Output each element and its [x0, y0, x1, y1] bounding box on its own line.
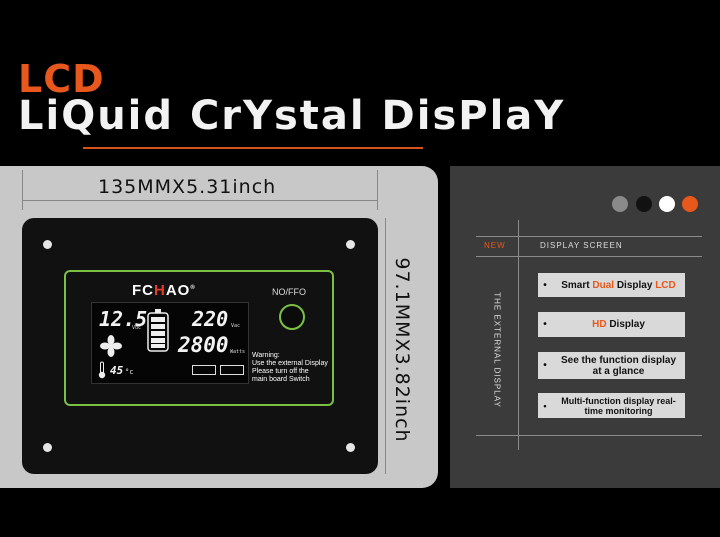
- lcd-readout: 12.5 Vdc 220 Vac 2800 Watts 45 °c: [91, 302, 249, 384]
- switch-label: NO/FFO: [272, 287, 306, 297]
- side-label: THE EXTERNAL DISPLAY: [484, 280, 510, 420]
- ac-voltage-unit: Vac: [231, 323, 241, 329]
- feature-smart-dual-display: • Smart Dual Display LCD: [538, 273, 685, 297]
- power-value: 2800: [178, 333, 229, 357]
- fan-icon: [100, 335, 122, 357]
- bullet: •: [543, 360, 547, 371]
- screw-top-right: [346, 240, 355, 249]
- feature-function-at-glance: • See the function display at a glance: [538, 352, 685, 379]
- dimension-height-label: 97.1MMX3.82inch: [372, 240, 432, 460]
- status-indicator-right: [220, 365, 244, 375]
- bullet: •: [543, 279, 547, 291]
- feature-text: See the function display at a glance: [560, 354, 677, 377]
- color-option-orange[interactable]: [682, 196, 698, 212]
- warning-line: Use the external Display: [252, 360, 328, 367]
- dimension-tick-right: [377, 170, 378, 210]
- brand-accent: H: [154, 282, 166, 299]
- title-lcd: LCD: [18, 57, 105, 101]
- brand-logo: FCHAO®: [132, 282, 196, 299]
- feature-hd-display: • HD Display: [538, 312, 685, 337]
- dimension-tick-left: [22, 170, 23, 210]
- table-column-divider: [518, 220, 519, 450]
- screw-top-left: [43, 240, 52, 249]
- warning-line: Please turn off the: [252, 368, 309, 375]
- warning-line: main board Switch: [252, 376, 310, 383]
- thermometer-icon: [98, 361, 106, 379]
- dimension-line-height: [385, 218, 386, 474]
- table-top-rule: [476, 236, 702, 237]
- dimension-width-label: 135MMX5.31inch: [98, 176, 277, 198]
- status-indicator-left: [192, 365, 216, 375]
- temperature-unit: °c: [125, 368, 134, 376]
- color-option-gray[interactable]: [612, 196, 628, 212]
- power-switch-button[interactable]: [279, 304, 305, 330]
- feature-text: Multi-function display real-time monitor…: [561, 395, 676, 416]
- temperature-value: 45: [110, 364, 124, 377]
- warning-line: Warning:: [252, 352, 280, 359]
- screw-bottom-left: [43, 443, 52, 452]
- dc-voltage-value: 12.5: [99, 307, 148, 331]
- side-label-text: THE EXTERNAL DISPLAY: [492, 292, 502, 408]
- dimension-height-text: 97.1MMX3.82inch: [391, 257, 413, 443]
- title-underline: [83, 147, 423, 149]
- dc-voltage-unit: Vdc: [132, 325, 142, 331]
- warning-text: Warning: Use the external Display Please…: [252, 352, 342, 384]
- column-header-new: NEW: [484, 241, 506, 250]
- feature-text: Smart Dual Display LCD: [561, 279, 676, 291]
- display-screen-frame: [64, 270, 334, 406]
- brand-suffix: AO: [165, 282, 191, 299]
- ac-voltage-value: 220: [192, 307, 229, 331]
- table-bottom-rule: [476, 435, 702, 436]
- bullet: •: [543, 400, 547, 411]
- table-header-rule: [476, 256, 702, 257]
- screw-bottom-right: [346, 443, 355, 452]
- column-header-display-screen: DISPLAY SCREEN: [540, 241, 623, 250]
- bullet: •: [543, 319, 547, 330]
- feature-multi-function-monitoring: • Multi-function display real-time monit…: [538, 393, 685, 418]
- color-option-black[interactable]: [636, 196, 652, 212]
- title-liquid-crystal-display: LiQuid CrYstal DisPlaY: [18, 93, 566, 139]
- power-unit: Watts: [230, 349, 246, 355]
- color-option-white[interactable]: [659, 196, 675, 212]
- battery-icon: [147, 309, 169, 353]
- feature-text: HD Display: [592, 319, 645, 330]
- dimension-line-width: [22, 200, 378, 201]
- brand-prefix: FC: [132, 282, 154, 299]
